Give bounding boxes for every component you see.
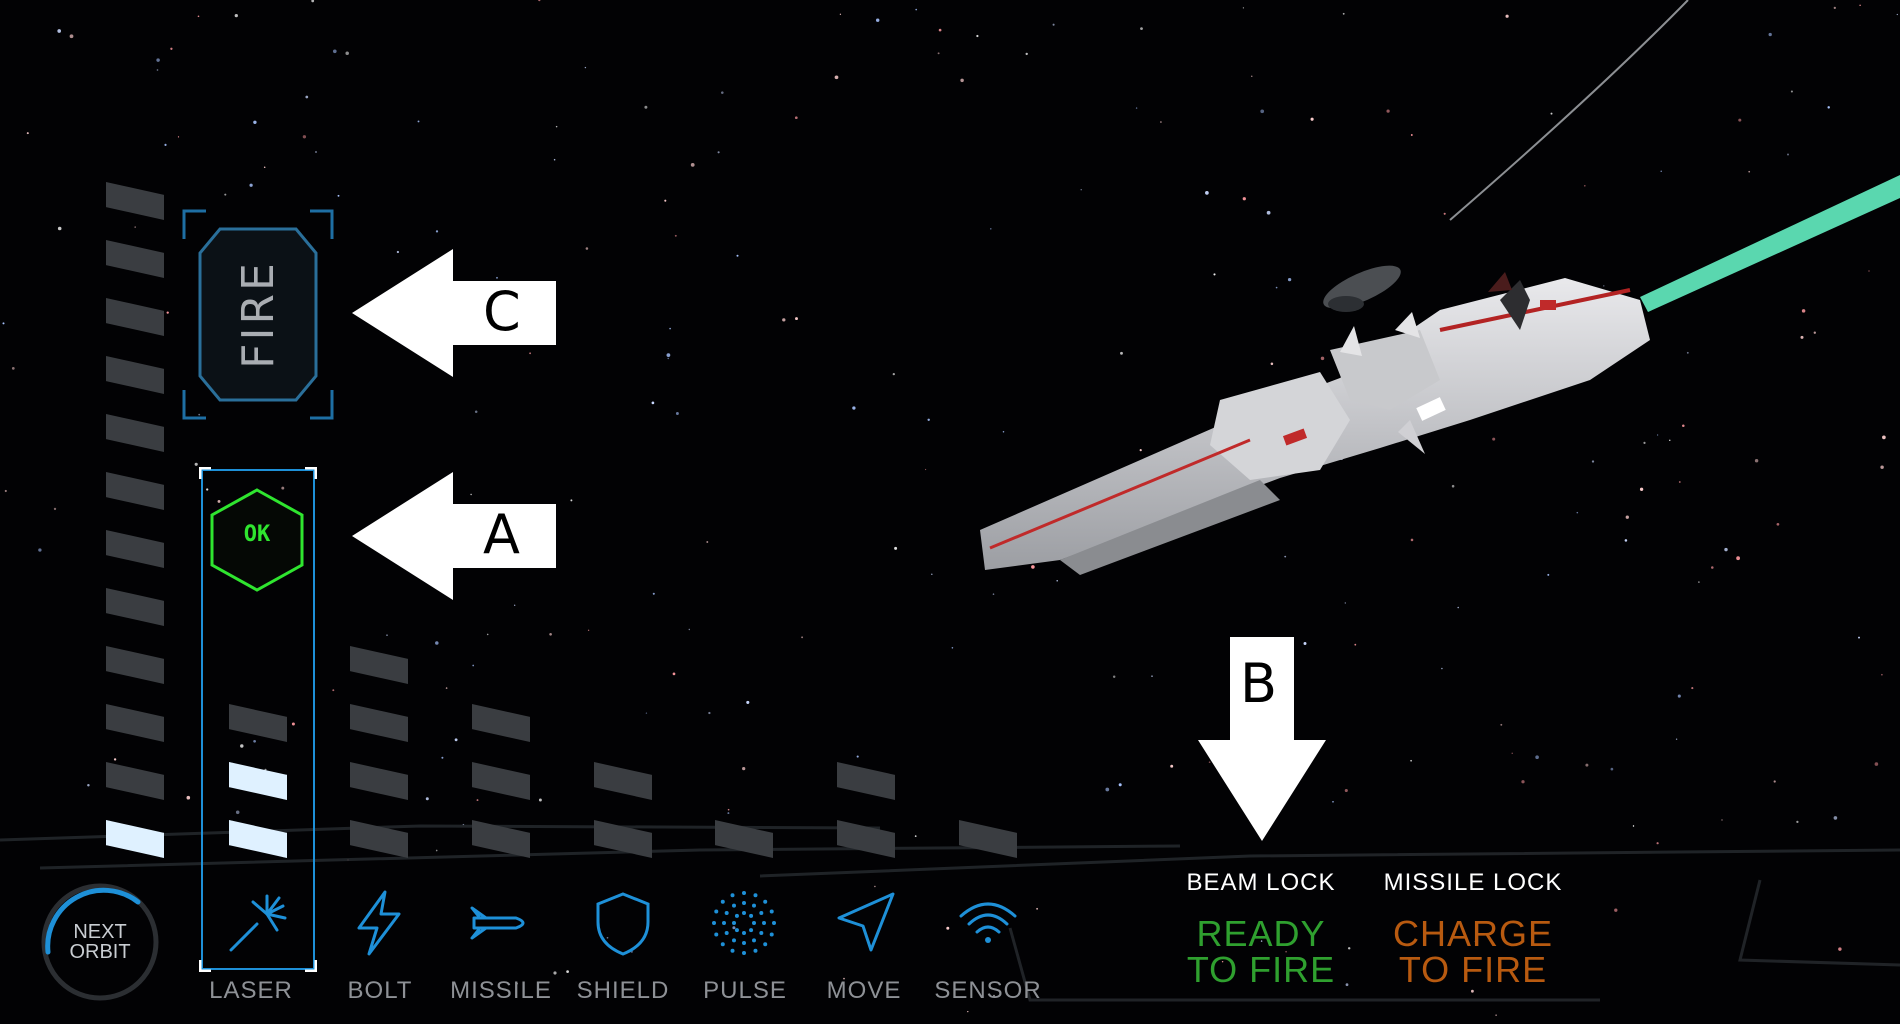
laser-beam: [1640, 175, 1900, 312]
energy-bar: [106, 170, 166, 860]
bar-segment: [594, 762, 652, 800]
next-orbit-line-2: ORBIT: [69, 941, 131, 963]
distant-ship: [1323, 265, 1401, 312]
fire-button-frame: [182, 209, 334, 420]
bar-segment: [106, 588, 164, 626]
missile-lock-status: CHARGE TO FIRE: [1363, 916, 1583, 988]
bar-segment: [715, 820, 773, 858]
missile-icon[interactable]: [466, 888, 536, 958]
ok-hex-icon[interactable]: [208, 487, 306, 593]
bar-segment: [472, 704, 530, 742]
bar-segment: [106, 298, 164, 336]
callout-arrow-c: [352, 249, 556, 377]
bar-segment: [106, 182, 164, 220]
pulse-icon[interactable]: [709, 888, 779, 958]
bar-segment: [959, 820, 1017, 858]
bar-segment: [106, 530, 164, 568]
missile-status-line-1: CHARGE: [1392, 913, 1554, 954]
bar-segment: [106, 356, 164, 394]
beam-status-line-2: TO FIRE: [1186, 949, 1336, 990]
fire-button[interactable]: FIRE: [182, 203, 334, 426]
bolt-icon[interactable]: [345, 888, 415, 958]
weapon-label-bolt[interactable]: BOLT: [347, 977, 413, 1004]
player-ship: [980, 272, 1650, 575]
beam-status-line-1: READY: [1196, 913, 1326, 954]
bar-segment: [350, 646, 408, 684]
weapon-label-shield[interactable]: SHIELD: [576, 977, 670, 1004]
bar-segment: [350, 704, 408, 742]
laser-icon[interactable]: [223, 888, 293, 958]
beam-lock-status: READY TO FIRE: [1151, 916, 1371, 988]
move-icon[interactable]: [831, 888, 901, 958]
orbit-trail: [1449, 0, 1689, 221]
bar-segment: [106, 240, 164, 278]
bar-segment: [106, 704, 164, 742]
bar-segment: [350, 762, 408, 800]
sensor-icon[interactable]: [953, 888, 1023, 958]
next-orbit-button[interactable]: NEXT ORBIT: [50, 922, 150, 962]
bar-segment: [594, 820, 652, 858]
bar-segment: [472, 762, 530, 800]
shield-icon[interactable]: [588, 888, 658, 958]
weapon-label-sensor[interactable]: SENSOR: [934, 977, 1042, 1004]
callout-arrow-b: [1198, 637, 1326, 841]
bar-segment: [106, 646, 164, 684]
callout-label-c: C: [483, 280, 521, 343]
weapon-label-laser[interactable]: LASER: [209, 977, 293, 1004]
bar-segment: [350, 820, 408, 858]
missile-lock-title: MISSILE LOCK: [1383, 869, 1563, 896]
callout-arrow-a: [352, 472, 556, 600]
beam-lock-title: BEAM LOCK: [1186, 869, 1336, 896]
charge-bar-sensor: [959, 806, 1019, 860]
selected-weapon-frame: [199, 467, 317, 972]
callout-label-a: A: [483, 503, 520, 566]
fire-label: FIRE: [232, 260, 284, 369]
charge-bar-laser: [229, 690, 289, 860]
bar-segment: [472, 820, 530, 858]
callout-label-b: B: [1240, 652, 1278, 715]
charge-bar-bolt: [350, 632, 410, 860]
bar-segment: [106, 820, 164, 858]
bar-segment: [837, 762, 895, 800]
missile-status-line-2: TO FIRE: [1398, 949, 1548, 990]
weapon-label-move[interactable]: MOVE: [826, 977, 902, 1004]
bar-segment: [106, 762, 164, 800]
next-orbit-ring[interactable]: [38, 880, 162, 1004]
ok-label: OK: [243, 522, 271, 547]
bar-segment: [106, 472, 164, 510]
charge-bar-missile: [472, 690, 532, 860]
weapon-label-missile[interactable]: MISSILE: [450, 977, 552, 1004]
bar-segment: [106, 414, 164, 452]
charge-bar-shield: [594, 748, 654, 860]
weapon-label-pulse[interactable]: PULSE: [703, 977, 787, 1004]
bar-segment: [837, 820, 895, 858]
charge-bar-move: [837, 748, 897, 860]
next-orbit-line-1: NEXT: [73, 921, 127, 943]
charge-bar-pulse: [715, 806, 775, 860]
